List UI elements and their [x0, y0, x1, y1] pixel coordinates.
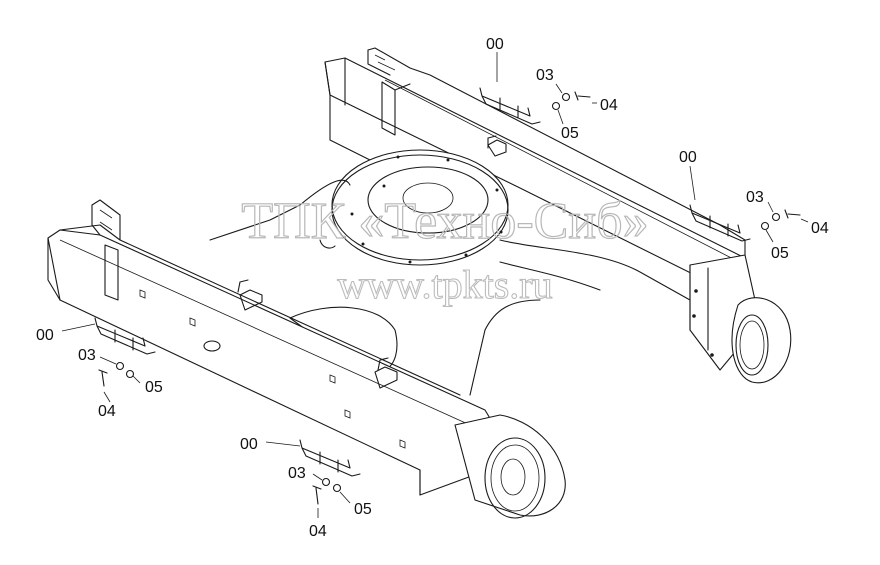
- label-bracket-right: 00: [679, 149, 697, 166]
- label-washer-a-bottom: 03: [288, 465, 306, 482]
- hardware-group-right: [689, 204, 801, 242]
- hardware-group-bottom: [299, 439, 361, 505]
- watermark: ТПК «Техно-Сиб» www.tpkts.ru: [241, 192, 649, 307]
- washer-05-top: [551, 101, 561, 111]
- label-bolt-bottom: 04: [309, 523, 327, 540]
- bolt-04-right: [784, 209, 801, 219]
- bolt-04-left: [98, 369, 108, 387]
- washer-03-top: [561, 92, 571, 102]
- label-washer-a-top: 03: [536, 67, 554, 84]
- label-washer-b-left: 05: [145, 379, 163, 396]
- watermark-url: www.tpkts.ru: [337, 262, 552, 307]
- washer-05-right: [760, 221, 770, 231]
- washer-05-left: [125, 369, 135, 379]
- label-bolt-top: 04: [600, 97, 618, 114]
- washer-03-left: [115, 361, 125, 371]
- right-idler-ring: [731, 297, 792, 384]
- watermark-company: ТПК «Техно-Сиб»: [241, 193, 648, 250]
- washer-05-bottom: [332, 483, 342, 493]
- callout-labels: 00 03 04 05 00 03 04 05 00 03 04 05 00 0…: [36, 36, 829, 540]
- label-bolt-left: 04: [98, 403, 116, 420]
- label-bracket-bottom: 00: [240, 436, 258, 453]
- label-washer-b-top: 05: [561, 125, 579, 142]
- label-bracket-top: 00: [486, 36, 504, 53]
- hardware-group-left: [94, 317, 156, 387]
- washer-03-right: [771, 212, 781, 222]
- bolt-04-bottom: [312, 485, 322, 505]
- track-frame: [47, 47, 792, 519]
- label-washer-a-right: 03: [746, 189, 764, 206]
- bracket-top: [479, 87, 541, 125]
- label-bracket-left: 00: [36, 327, 54, 344]
- bracket-right: [689, 204, 751, 242]
- bracket-bottom: [299, 439, 361, 477]
- label-washer-b-right: 05: [771, 245, 789, 262]
- swing-circle: [331, 149, 509, 266]
- bolt-04-top: [574, 91, 591, 101]
- bracket-left: [94, 317, 156, 355]
- label-bolt-right: 04: [811, 220, 829, 237]
- label-washer-b-bottom: 05: [354, 501, 372, 518]
- label-washer-a-left: 03: [78, 347, 96, 364]
- leader-lines: [61, 52, 809, 518]
- hardware-group-top: [479, 87, 591, 125]
- sprocket-housing: [454, 414, 566, 517]
- washer-03-bottom: [321, 477, 331, 487]
